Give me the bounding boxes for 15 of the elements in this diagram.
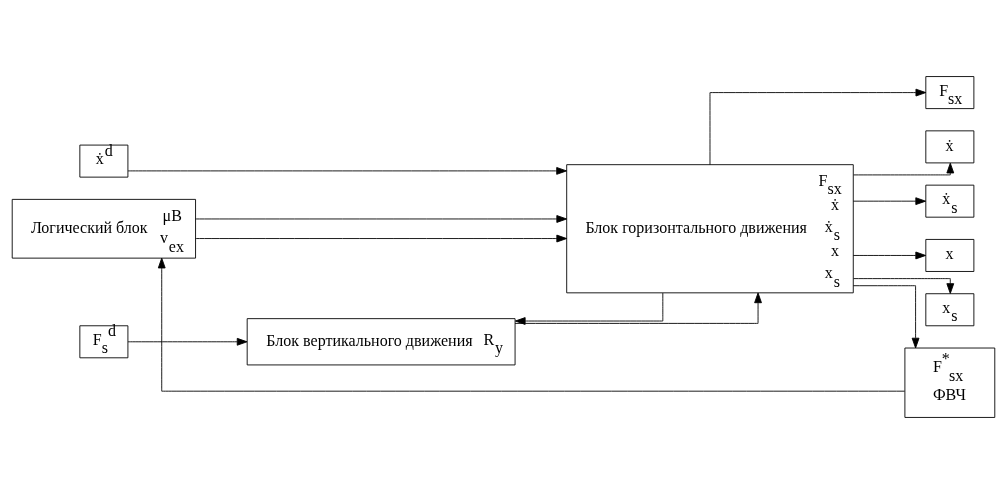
arrow xyxy=(514,292,664,325)
arrow xyxy=(853,277,955,294)
arrow xyxy=(852,251,927,259)
arrow xyxy=(157,257,906,392)
arrow xyxy=(852,284,920,348)
node-box: ẋ xyxy=(925,129,975,163)
arrow xyxy=(195,234,568,242)
arrow xyxy=(853,162,955,175)
node-box: x xyxy=(925,238,975,272)
arrow xyxy=(195,214,568,223)
arrow xyxy=(709,88,927,165)
arrow xyxy=(127,166,567,175)
arrow xyxy=(514,292,762,324)
arrow xyxy=(852,196,927,205)
arrow xyxy=(127,337,248,346)
